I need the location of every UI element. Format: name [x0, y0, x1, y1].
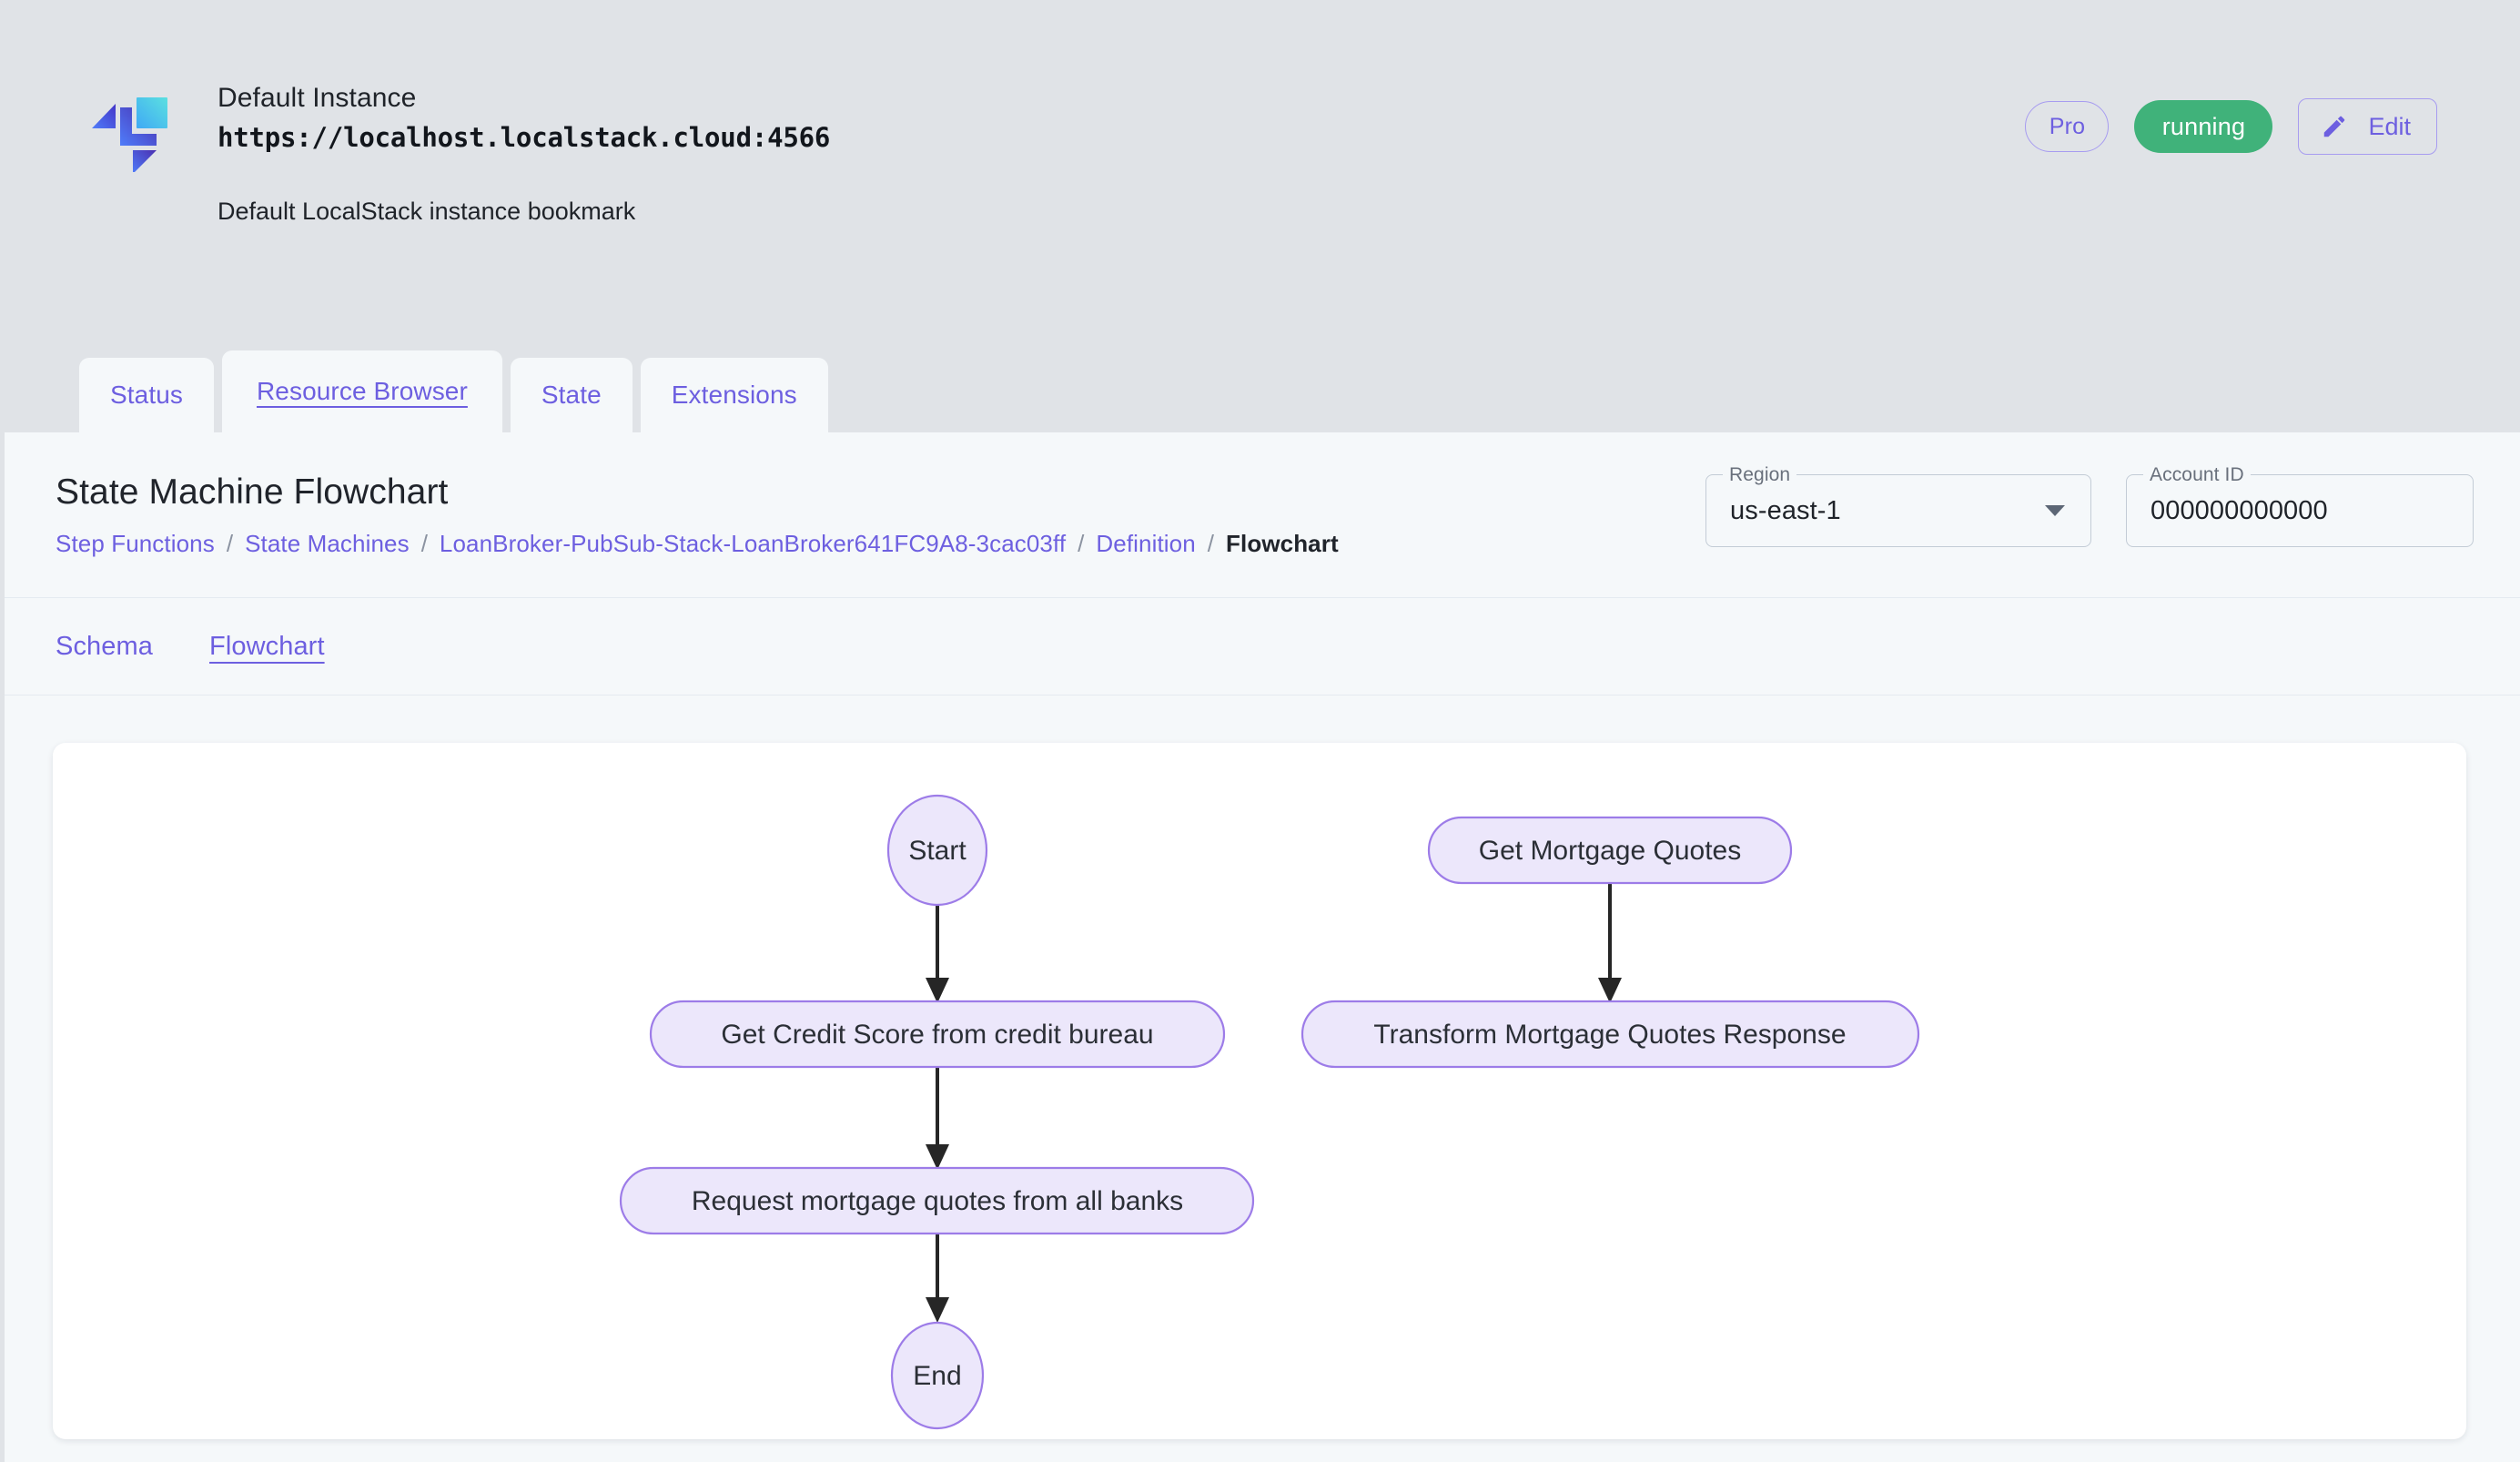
- chevron-down-icon: [2045, 505, 2065, 516]
- flowchart-node-end-label: End: [913, 1361, 961, 1391]
- account-id-label: Account ID: [2143, 463, 2251, 486]
- tab-resource-browser[interactable]: Resource Browser: [221, 350, 502, 432]
- breadcrumb-item-state-machine-name[interactable]: LoanBroker-PubSub-Stack-LoanBroker641FC9…: [439, 530, 1067, 557]
- content-panel: State Machine Flowchart Step Functions /…: [5, 432, 2520, 1462]
- flowchart-node-get-credit-score[interactable]: Get Credit Score from credit bureau: [649, 1000, 1226, 1069]
- instance-summary: Default Instance https://localhost.local…: [86, 80, 830, 228]
- primary-tabbar: Status Resource Browser State Extensions: [0, 350, 2520, 432]
- flowchart-node-request-mortgage-quotes[interactable]: Request mortgage quotes from all banks: [619, 1166, 1255, 1235]
- breadcrumb-separator: /: [1078, 530, 1085, 557]
- secondary-tabbar: Schema Flowchart: [5, 598, 2520, 695]
- breadcrumb-separator: /: [1207, 530, 1215, 557]
- instance-description: Default LocalStack instance bookmark: [218, 198, 636, 225]
- flowchart-node-get-mortgage-quotes[interactable]: Get Mortgage Quotes: [1427, 816, 1793, 885]
- filters: Region us-east-1 Account ID 000000000000: [1705, 463, 2474, 547]
- tab-extensions[interactable]: Extensions: [640, 358, 828, 432]
- localstack-logo-icon: [86, 88, 170, 172]
- breadcrumb-item-step-functions[interactable]: Step Functions: [56, 530, 215, 557]
- state-machine-flowchart: Start Get Credit Score from credit burea…: [619, 794, 1920, 1430]
- page-header: State Machine Flowchart Step Functions /…: [5, 432, 2520, 598]
- flowchart-node-start-label: Start: [908, 836, 967, 866]
- tab-extensions-label: Extensions: [671, 381, 797, 409]
- flowchart-node-start[interactable]: Start: [886, 794, 988, 907]
- breadcrumb-separator: /: [420, 530, 428, 557]
- flowchart-card: Start Get Credit Score from credit burea…: [53, 743, 2466, 1439]
- region-select[interactable]: Region us-east-1: [1705, 463, 2091, 547]
- pencil-icon: [2321, 113, 2348, 140]
- edit-button[interactable]: Edit: [2298, 98, 2437, 155]
- edge-credit-to-request: [926, 1067, 949, 1170]
- pro-badge[interactable]: Pro: [2025, 101, 2110, 152]
- edge-start-to-credit: [926, 905, 949, 1003]
- flowchart-node-get-credit-score-label: Get Credit Score from credit bureau: [721, 1020, 1153, 1050]
- breadcrumb-item-definition[interactable]: Definition: [1096, 530, 1196, 557]
- subtab-flowchart[interactable]: Flowchart: [209, 631, 325, 661]
- tab-state[interactable]: State: [510, 358, 633, 432]
- edit-button-label: Edit: [2368, 112, 2411, 140]
- tab-status-label: Status: [110, 381, 183, 409]
- tab-status[interactable]: Status: [79, 358, 214, 432]
- breadcrumb-item-state-machines[interactable]: State Machines: [245, 530, 410, 557]
- account-id-value: 000000000000: [2151, 495, 2328, 525]
- flowchart-node-end[interactable]: End: [890, 1321, 985, 1430]
- status-badge: running: [2134, 100, 2273, 153]
- region-label: Region: [1723, 463, 1797, 486]
- edge-quotes-to-transform: [1598, 883, 1622, 1003]
- subtab-schema[interactable]: Schema: [56, 631, 153, 661]
- tab-resource-browser-label: Resource Browser: [256, 377, 468, 405]
- edge-request-to-end: [926, 1234, 949, 1323]
- breadcrumb-separator: /: [226, 530, 234, 557]
- flowchart-node-request-mortgage-quotes-label: Request mortgage quotes from all banks: [692, 1186, 1183, 1216]
- flowchart-node-get-mortgage-quotes-label: Get Mortgage Quotes: [1479, 836, 1742, 866]
- tab-state-label: State: [541, 381, 602, 409]
- region-value: us-east-1: [1730, 495, 1841, 525]
- account-id-field[interactable]: Account ID 000000000000: [2126, 463, 2474, 547]
- flowchart-edges: [926, 883, 1622, 1323]
- instance-name: Default Instance: [218, 83, 417, 113]
- breadcrumb: Step Functions / State Machines / LoanBr…: [56, 528, 1339, 559]
- page-title: State Machine Flowchart: [56, 472, 449, 512]
- instance-endpoint-url: https://localhost.localstack.cloud:4566: [218, 122, 831, 153]
- header-actions: Pro running Edit: [2025, 98, 2437, 155]
- breadcrumb-item-flowchart: Flowchart: [1226, 530, 1339, 557]
- flowchart-node-transform-mortgage-quotes-response-label: Transform Mortgage Quotes Response: [1373, 1020, 1846, 1050]
- flowchart-node-transform-mortgage-quotes-response[interactable]: Transform Mortgage Quotes Response: [1300, 1000, 1920, 1069]
